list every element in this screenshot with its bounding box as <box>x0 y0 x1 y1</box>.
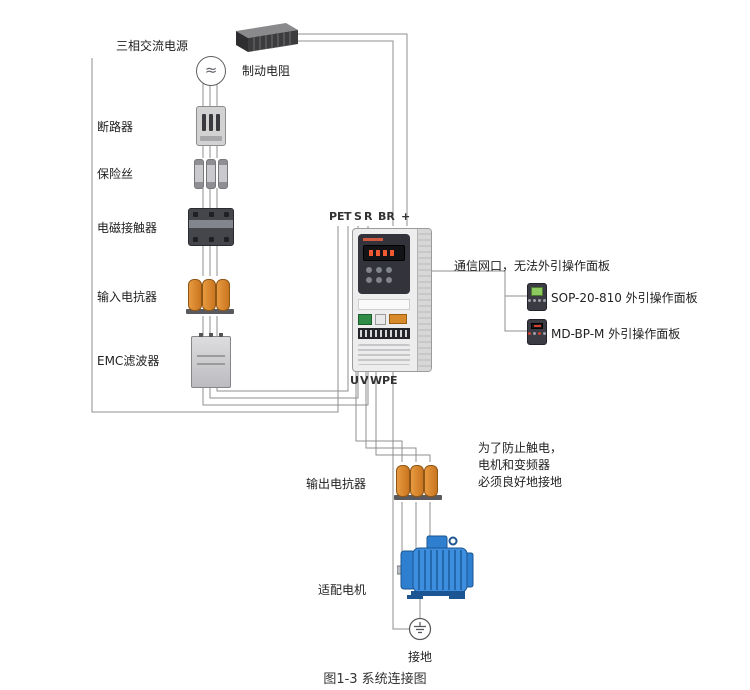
comm-port <box>375 313 386 325</box>
terminal-u: U <box>350 374 359 387</box>
circuit-breaker-icon <box>196 106 226 146</box>
ground-label: 接地 <box>407 650 432 664</box>
circuit-breaker-label: 断路器 <box>97 120 134 134</box>
keypad <box>366 267 396 283</box>
power-source-icon: ≈ <box>196 56 226 86</box>
display-screen <box>363 245 405 261</box>
input-reactor-icon <box>186 276 234 316</box>
wire-output-u <box>355 370 403 464</box>
terminal-plus: + <box>401 210 411 223</box>
contactor-label: 电磁接触器 <box>97 221 158 235</box>
inverter-unit <box>352 228 432 372</box>
mdbp-panel-icon <box>527 319 547 345</box>
emc-filter-icon <box>191 333 231 388</box>
input-reactor-label: 输入电抗器 <box>97 290 158 304</box>
sop-panel-icon <box>527 283 547 311</box>
terminal-v: V <box>360 374 369 387</box>
contactor-icon <box>188 208 234 246</box>
wire-brake-br <box>298 40 394 226</box>
io-ports <box>358 313 410 325</box>
terminal-w: W <box>370 374 383 387</box>
inverter-heatsink <box>417 229 431 371</box>
fuse-label: 保险丝 <box>97 167 134 181</box>
led-digits <box>369 250 395 256</box>
brand-mark <box>363 238 383 241</box>
sop-panel-label: SOP-20-810 外引操作面板 <box>551 291 698 305</box>
wire-output-pe <box>392 370 409 630</box>
terminal-br: BR <box>378 210 395 223</box>
ac-wave-symbol: ≈ <box>204 61 218 79</box>
motor-icon <box>397 535 474 599</box>
terminal-r: R <box>364 210 373 223</box>
mdbp-screen <box>531 323 543 329</box>
wire-brake-plus <box>298 33 408 226</box>
power-source-label: 三相交流电源 <box>116 39 189 53</box>
output-reactor-icon <box>394 462 442 502</box>
ground-icon <box>408 617 432 641</box>
braking-resistor-label: 制动电阻 <box>242 64 291 78</box>
wire-phase-t <box>216 82 349 392</box>
vent-grille <box>358 344 410 365</box>
inverter-nameplate <box>358 299 410 310</box>
terminal-pe-top: PE <box>329 210 345 223</box>
wire-output-v <box>365 370 417 464</box>
figure-caption: 图1-3 系统连接图 <box>323 672 427 687</box>
terminal-s: S <box>354 210 362 223</box>
inverter-control-panel <box>358 234 410 294</box>
wire-pe-loop <box>91 58 339 413</box>
sop-screen <box>531 287 543 296</box>
mdbp-panel-label: MD-BP-M 外引操作面板 <box>551 327 681 341</box>
motor-label: 适配电机 <box>318 583 367 597</box>
wire-output-w <box>375 370 431 464</box>
terminal-strip <box>358 328 410 339</box>
comm-note-label: 通信网口，无法外引操作面板 <box>454 259 611 273</box>
terminal-pe-bottom: PE <box>382 374 398 387</box>
emc-filter-label: EMC滤波器 <box>97 354 160 368</box>
terminal-block-orange <box>389 314 407 324</box>
output-reactor-label: 输出电抗器 <box>306 477 367 491</box>
terminal-t: T <box>344 210 352 223</box>
terminal-block-green <box>358 313 372 325</box>
fuse-icon <box>192 158 228 189</box>
braking-resistor-icon <box>236 23 298 52</box>
grounding-note: 为了防止触电， 电机和变频器 必须良好地接地 <box>478 441 563 489</box>
wire-comm <box>431 270 527 332</box>
